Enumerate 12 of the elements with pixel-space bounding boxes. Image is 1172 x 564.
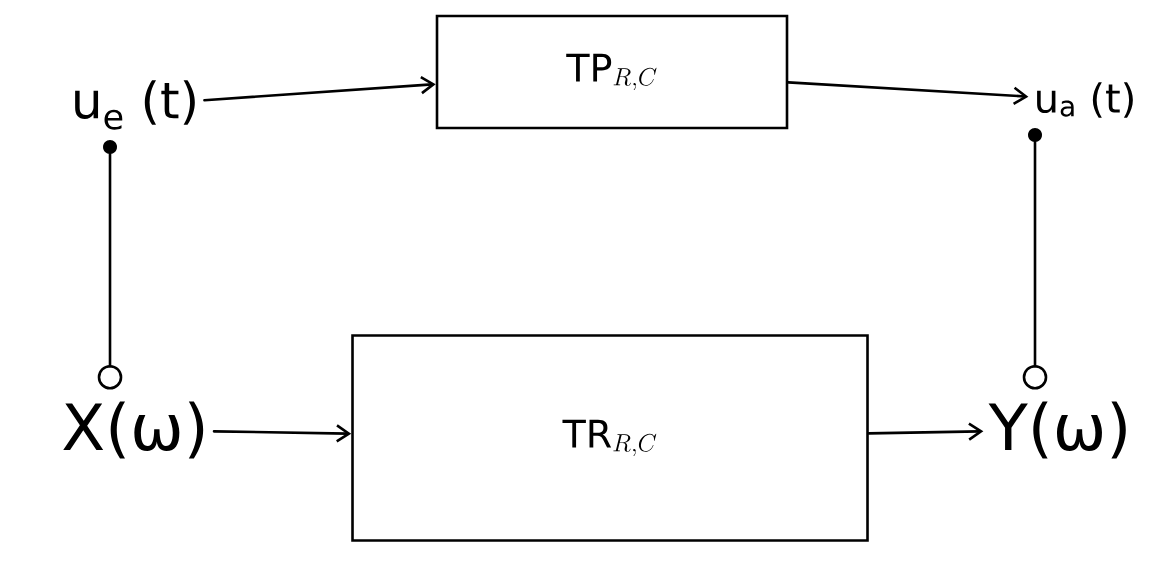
signal-label: X(ω) xyxy=(63,401,204,459)
arrow xyxy=(867,422,984,441)
signal-label: u$_{e}$ (t) xyxy=(75,80,195,130)
block-box: $\mathrm{TP}_{R, C}$ xyxy=(435,14,789,130)
correspondence-line xyxy=(97,140,123,390)
correspondence-line xyxy=(1022,128,1048,390)
block-box: $\mathrm{TR}_{R, C}$ xyxy=(351,334,869,542)
signal-label: u$_{a}$ (t) xyxy=(1037,82,1133,118)
arrow xyxy=(212,424,352,443)
arrow xyxy=(203,76,436,102)
signal-label: Y(ω) xyxy=(988,401,1126,459)
arrow xyxy=(787,81,1029,105)
